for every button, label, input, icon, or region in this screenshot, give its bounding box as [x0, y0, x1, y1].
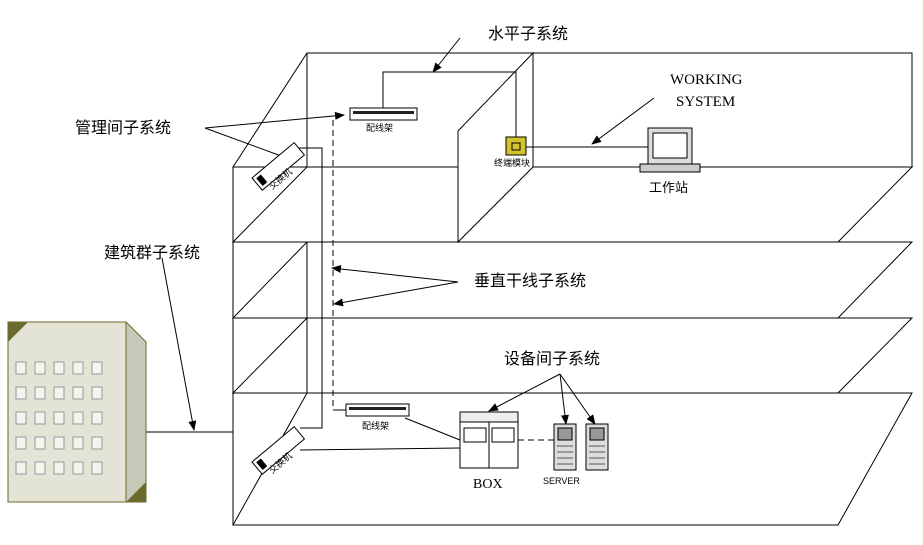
server-2 — [585, 423, 609, 471]
label-working-system-2: SYSTEM — [676, 94, 735, 110]
label-working-system-1: WORKING — [670, 72, 743, 88]
server-1 — [553, 423, 577, 471]
label-patch-panel-top: 配线架 — [366, 122, 393, 134]
label-workstation: 工作站 — [649, 181, 688, 196]
label-campus-subsystem: 建筑群子系统 — [104, 243, 200, 262]
building-windows — [15, 361, 103, 475]
cabling — [145, 71, 650, 451]
label-server: SERVER — [543, 476, 580, 486]
label-admin-subsystem: 管理间子系统 — [75, 118, 171, 137]
horizontal-cable-top — [382, 71, 517, 138]
terminal-module — [505, 136, 527, 156]
label-horizontal-subsystem: 水平子系统 — [488, 24, 568, 43]
switch-top — [251, 141, 306, 191]
switch-to-box-cable — [299, 447, 461, 451]
annotation-arrows — [161, 37, 655, 431]
patch-panel-bottom — [345, 403, 410, 417]
label-equipment-room-subsystem: 设备间子系统 — [504, 349, 600, 368]
switch-top-cable — [296, 147, 323, 429]
label-patch-panel-bottom: 配线架 — [362, 420, 389, 432]
floor-4-slab — [232, 52, 913, 168]
floor-3-slab — [231, 166, 914, 243]
patch-panel-top — [349, 107, 418, 121]
box-cabinet — [459, 411, 519, 469]
label-backbone-subsystem: 垂直干线子系统 — [474, 271, 586, 290]
label-terminal-module: 终端模块 — [494, 157, 530, 169]
label-box: BOX — [473, 477, 503, 492]
patch-to-box-cable — [404, 417, 461, 441]
switch-bottom — [251, 425, 306, 475]
workstation — [639, 127, 701, 173]
campus-building — [7, 321, 147, 503]
